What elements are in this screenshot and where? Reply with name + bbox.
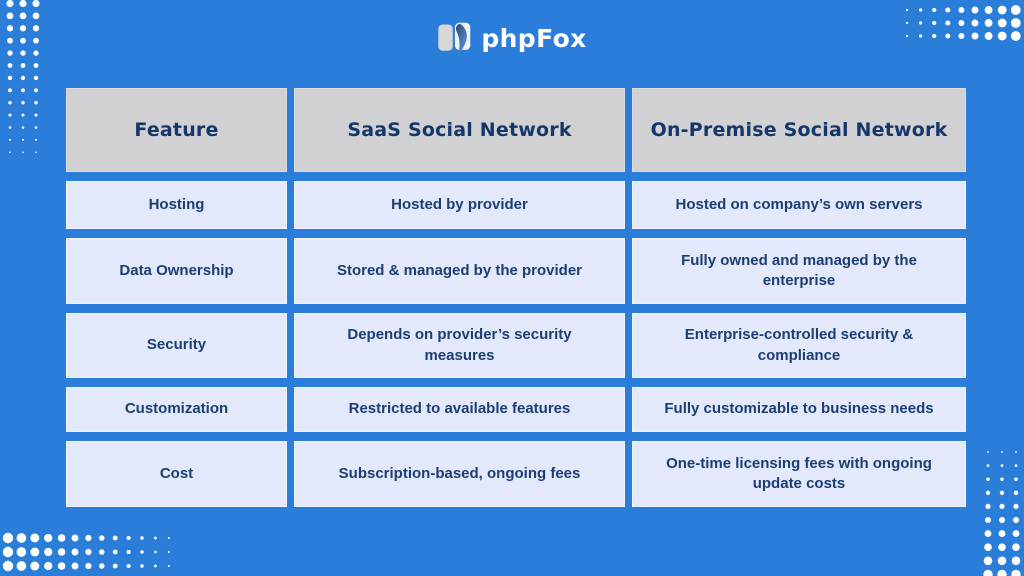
- column-header-saas: SaaS Social Network: [294, 88, 625, 172]
- onprem-value-hosting: Hosted on company’s own servers: [632, 181, 966, 229]
- onprem-value-customization: Fully customizable to business needs: [632, 387, 966, 432]
- feature-label-security: Security: [66, 313, 287, 378]
- saas-value-data-ownership: Stored & managed by the provider: [294, 238, 625, 304]
- phpfox-logo: phpFox: [0, 20, 1024, 57]
- onprem-value-data-ownership: Fully owned and managed by the enterpris…: [632, 238, 966, 304]
- saas-value-security: Depends on provider’s security measures: [294, 313, 625, 378]
- saas-value-cost: Subscription-based, ongoing fees: [294, 441, 625, 507]
- feature-label-data-ownership: Data Ownership: [66, 238, 287, 304]
- onprem-value-cost: One-time licensing fees with ongoing upd…: [632, 441, 966, 507]
- column-header-feature: Feature: [66, 88, 287, 172]
- saas-value-hosting: Hosted by provider: [294, 181, 625, 229]
- feature-label-cost: Cost: [66, 441, 287, 507]
- phpfox-book-fox-icon: [437, 20, 472, 57]
- feature-label-hosting: Hosting: [66, 181, 287, 229]
- onprem-value-security: Enterprise-controlled security & complia…: [632, 313, 966, 378]
- phpfox-wordmark: phpFox: [481, 24, 587, 53]
- saas-value-customization: Restricted to available features: [294, 387, 625, 432]
- feature-label-customization: Customization: [66, 387, 287, 432]
- column-header-onprem: On-Premise Social Network: [632, 88, 966, 172]
- comparison-table: Feature SaaS Social Network On-Premise S…: [66, 88, 966, 507]
